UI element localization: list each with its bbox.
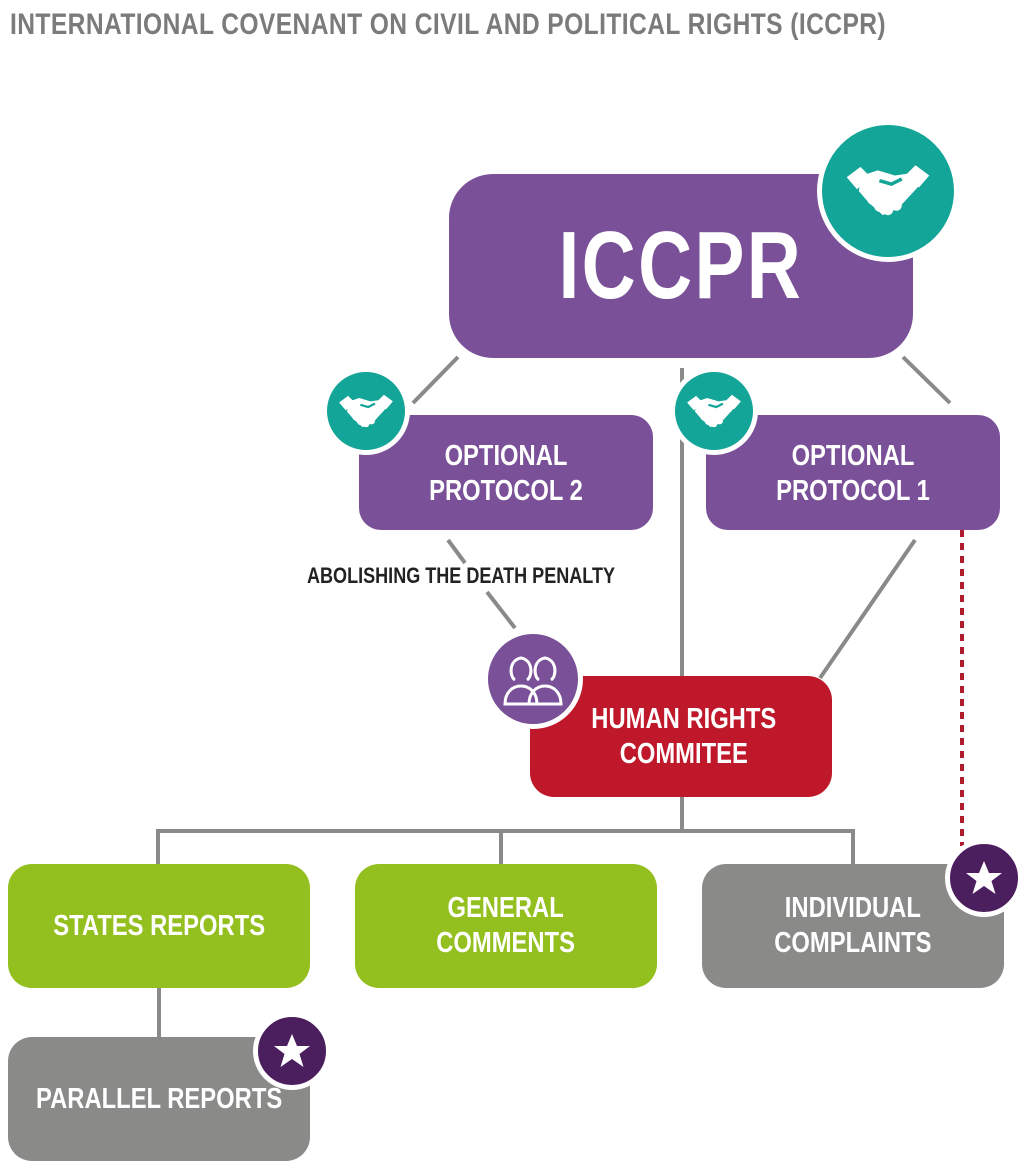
optional-protocol-2-box: OPTIONAL PROTOCOL 2 — [359, 415, 653, 530]
human-rights-committee-label: HUMAN RIGHTS COMMITEE — [591, 702, 777, 770]
parallel-reports-label: PARALLEL REPORTS — [35, 1082, 283, 1115]
iccpr-label: ICCPR — [558, 212, 804, 320]
optional-protocol-1-box: OPTIONAL PROTOCOL 1 — [706, 415, 1000, 530]
human-rights-committee-box: HUMAN RIGHTS COMMITEE — [530, 676, 832, 797]
optional-protocol-1-label: OPTIONAL PROTOCOL 1 — [776, 439, 930, 507]
general-comments-label: GENERAL COMMENTS — [436, 892, 576, 959]
optional-protocol-2-label: OPTIONAL PROTOCOL 2 — [429, 439, 583, 507]
general-comments-box: GENERAL COMMENTS — [355, 864, 657, 988]
people-icon — [483, 629, 583, 729]
individual-complaints-label: INDIVIDUAL COMPLAINTS — [774, 892, 932, 959]
states-reports-label: STATES REPORTS — [53, 909, 265, 942]
star-icon — [253, 1012, 331, 1090]
states-reports-box: STATES REPORTS — [8, 864, 310, 988]
page-title: INTERNATIONAL COVENANT ON CIVIL AND POLI… — [10, 8, 887, 41]
handshake-icon — [322, 367, 410, 455]
handshake-icon — [817, 120, 959, 262]
star-icon — [945, 839, 1023, 917]
edge-label-death-penalty: ABOLISHING THE DEATH PENALTY — [307, 563, 616, 588]
handshake-icon — [670, 367, 758, 455]
